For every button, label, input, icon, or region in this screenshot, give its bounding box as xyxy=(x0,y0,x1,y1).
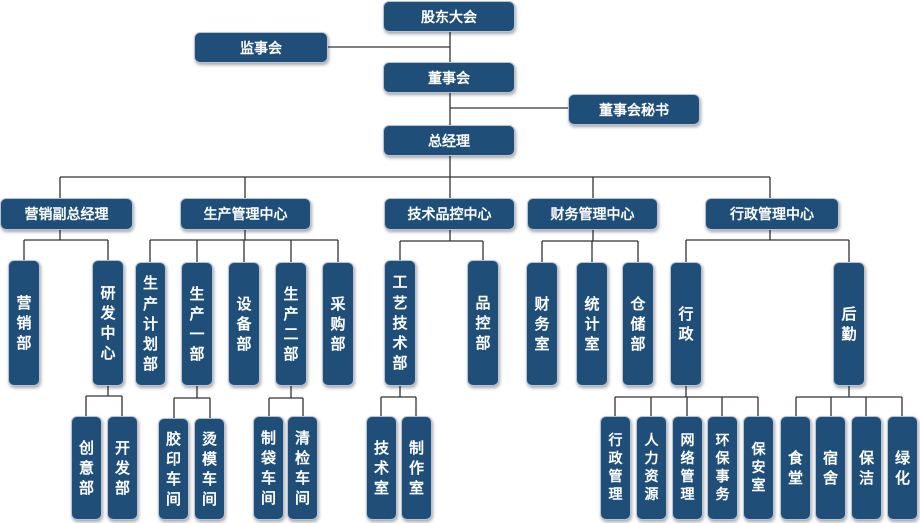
node-env-affairs: 环保事务 xyxy=(707,416,738,520)
node-rubber-print-workshop: 胶印车间 xyxy=(158,418,189,520)
node-label: 制袋车间 xyxy=(260,428,276,508)
node-label: 品控部 xyxy=(475,293,491,353)
node-board-secretary: 董事会秘书 xyxy=(568,94,700,125)
node-board: 董事会 xyxy=(383,62,515,93)
node-equipment-dept: 设备部 xyxy=(228,262,260,386)
node-dormitory: 宿舍 xyxy=(815,416,846,520)
node-label: 网络管理 xyxy=(680,432,695,504)
node-label: 采购部 xyxy=(330,294,346,354)
node-production-1: 生产一部 xyxy=(181,262,213,386)
node-finance-office: 财务室 xyxy=(526,262,558,386)
node-label: 设备部 xyxy=(236,294,252,354)
node-warehouse-dept: 仓储部 xyxy=(622,262,654,386)
node-label: 宿舍 xyxy=(822,448,838,487)
node-label: 环保事务 xyxy=(715,432,730,504)
node-label: 后勤 xyxy=(841,304,857,343)
node-rd-center: 研发中心 xyxy=(92,260,124,386)
node-admin-center: 行政管理中心 xyxy=(705,198,839,230)
node-hr: 人力资源 xyxy=(636,416,667,520)
node-marketing-vp: 营销副总经理 xyxy=(0,198,133,230)
node-logistics: 后勤 xyxy=(833,262,865,386)
node-label: 烫模车间 xyxy=(201,429,217,509)
node-tech-office: 技术室 xyxy=(366,416,397,520)
node-shareholders: 股东大会 xyxy=(383,1,515,32)
node-label: 绿化 xyxy=(894,448,910,487)
node-cleaning-workshop: 清检车间 xyxy=(287,416,318,520)
node-label: 财务室 xyxy=(534,294,550,354)
node-label: 清检车间 xyxy=(294,428,310,508)
node-bag-making-workshop: 制袋车间 xyxy=(253,416,284,520)
node-admin-management: 行政管理 xyxy=(600,416,631,520)
node-cleaning: 保洁 xyxy=(851,416,882,520)
node-label: 工艺技术部 xyxy=(392,273,408,373)
node-production-center: 生产管理中心 xyxy=(180,198,311,230)
node-qc-dept: 品控部 xyxy=(467,260,499,386)
node-statistics-office: 统计室 xyxy=(576,262,608,386)
node-supervisors: 监事会 xyxy=(194,32,328,63)
node-label: 行政 xyxy=(678,304,694,343)
node-hot-stamping-workshop: 烫模车间 xyxy=(194,418,225,520)
node-label: 研发中心 xyxy=(100,283,116,363)
node-label: 营销部 xyxy=(16,293,32,353)
node-label: 胶印车间 xyxy=(165,429,181,509)
node-label: 行政管理 xyxy=(608,432,623,504)
node-greening: 绿化 xyxy=(887,416,918,520)
node-label: 保安室 xyxy=(751,441,766,495)
node-label: 创意部 xyxy=(78,438,94,498)
node-process-tech-dept: 工艺技术部 xyxy=(384,260,416,386)
node-production-2: 生产二部 xyxy=(275,262,307,386)
node-label: 生产二部 xyxy=(283,284,299,364)
node-network-management: 网络管理 xyxy=(672,416,703,520)
node-label: 人力资源 xyxy=(644,432,659,504)
node-label: 统计室 xyxy=(584,294,600,354)
node-administration: 行政 xyxy=(670,262,702,386)
node-planning-dept: 生产计划部 xyxy=(135,262,166,386)
node-label: 保洁 xyxy=(858,448,874,487)
node-label: 生产计划部 xyxy=(142,274,158,374)
node-canteen: 食堂 xyxy=(780,416,811,520)
node-marketing-dept: 营销部 xyxy=(8,260,40,386)
node-production-office: 制作室 xyxy=(401,416,432,520)
node-label: 技术室 xyxy=(373,438,389,498)
node-creative-dept: 创意部 xyxy=(71,416,102,520)
node-tech-qc-center: 技术品控中心 xyxy=(384,198,515,230)
node-dev-dept: 开发部 xyxy=(107,416,138,520)
node-general-manager: 总经理 xyxy=(383,125,515,156)
node-label: 仓储部 xyxy=(630,294,646,354)
node-label: 生产一部 xyxy=(189,284,205,364)
node-purchasing-dept: 采购部 xyxy=(322,262,354,386)
node-label: 开发部 xyxy=(114,438,130,498)
node-label: 食堂 xyxy=(787,448,803,487)
node-finance-center: 财务管理中心 xyxy=(527,198,658,230)
node-security-office: 保安室 xyxy=(743,416,774,520)
node-label: 制作室 xyxy=(408,438,424,498)
